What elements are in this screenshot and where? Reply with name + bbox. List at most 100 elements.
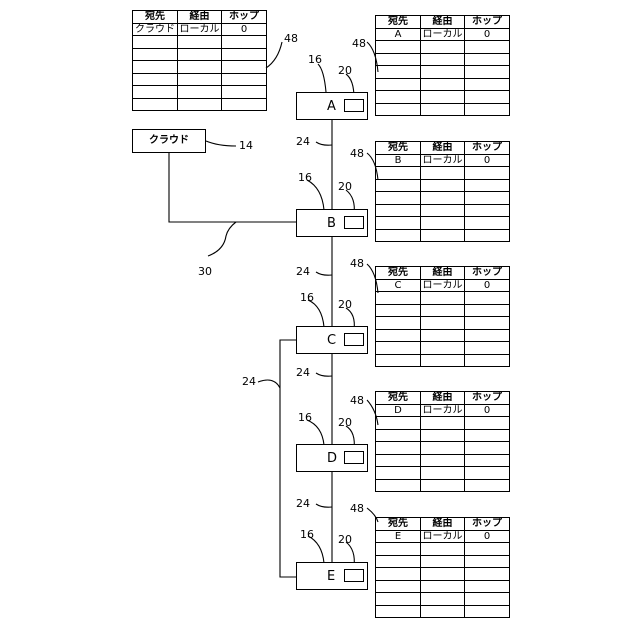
ref-16-c: 16 <box>300 292 314 304</box>
table-row <box>133 61 267 74</box>
header-dest: 宛先 <box>376 267 421 280</box>
table-row: Eローカル0 <box>376 530 510 543</box>
cell-hop: 0 <box>465 279 510 292</box>
table-row: Dローカル0 <box>376 404 510 417</box>
ref-24-cd: 24 <box>296 367 310 379</box>
leader-24-4 <box>258 380 280 388</box>
port-box <box>344 569 364 582</box>
node-label: E <box>327 570 335 584</box>
port-box <box>344 99 364 112</box>
header-via: 経由 <box>178 11 222 24</box>
table-row: Aローカル0 <box>376 28 510 41</box>
table-row <box>133 48 267 61</box>
header-dest: 宛先 <box>376 142 421 155</box>
ref-48-table-e: 48 <box>350 503 364 515</box>
cell-hop: 0 <box>465 154 510 167</box>
header-hop: ホップ <box>465 142 510 155</box>
routing-table-c: 宛先経由ホップ Cローカル0 <box>375 266 510 367</box>
header-hop: ホップ <box>465 16 510 29</box>
ref-48-table-a: 48 <box>352 38 366 50</box>
header-dest: 宛先 <box>376 392 421 405</box>
header-via: 経由 <box>421 392 465 405</box>
router-node-a: A <box>296 92 368 120</box>
cell-via: ローカル <box>178 23 222 36</box>
table-header-row: 宛先 経由 ホップ <box>133 11 267 24</box>
header-via: 経由 <box>421 16 465 29</box>
bypass-link <box>280 340 296 577</box>
cell-dest: C <box>376 279 421 292</box>
port-box <box>344 333 364 346</box>
ref-16-b: 16 <box>298 172 312 184</box>
ref-24-bypass: 24 <box>242 376 256 388</box>
port-box <box>344 216 364 229</box>
leader-16-c <box>308 300 324 327</box>
ref-20-e: 20 <box>338 534 352 546</box>
header-dest: 宛先 <box>376 16 421 29</box>
leader-24-3 <box>316 373 332 376</box>
ref-16-e: 16 <box>300 529 314 541</box>
ref-20-b: 20 <box>338 181 352 193</box>
cell-via: ローカル <box>421 154 465 167</box>
table-row <box>133 73 267 86</box>
cell-dest: A <box>376 28 421 41</box>
ref-24-de: 24 <box>296 498 310 510</box>
cell-via: ローカル <box>421 530 465 543</box>
header-via: 経由 <box>421 518 465 531</box>
header-dest: 宛先 <box>133 11 178 24</box>
ref-16-d: 16 <box>298 412 312 424</box>
cell-hop: 0 <box>465 530 510 543</box>
leader-30 <box>208 222 236 256</box>
router-node-e: E <box>296 562 368 590</box>
leader-24-2 <box>316 272 332 275</box>
cell-dest: クラウド <box>133 23 178 36</box>
ref-20-a: 20 <box>338 65 352 77</box>
ref-24-bc: 24 <box>296 266 310 278</box>
leader-16-b <box>307 180 324 210</box>
cloud-routing-table: 宛先 経由 ホップ クラウド ローカル 0 <box>132 10 267 111</box>
node-label: B <box>327 217 336 231</box>
cloud-box: クラウド <box>132 129 206 153</box>
leader-24-5 <box>316 504 332 507</box>
cell-hop: 0 <box>465 28 510 41</box>
router-node-c: C <box>296 326 368 354</box>
table-row <box>133 86 267 99</box>
router-node-b: B <box>296 209 368 237</box>
header-hop: ホップ <box>465 392 510 405</box>
ref-48-cloud-table: 48 <box>284 33 298 45</box>
table-row: Bローカル0 <box>376 154 510 167</box>
header-via: 経由 <box>421 142 465 155</box>
header-hop: ホップ <box>465 267 510 280</box>
leader-48-top <box>266 42 282 68</box>
ref-20-d: 20 <box>338 417 352 429</box>
cell-via: ローカル <box>421 28 465 41</box>
port-box <box>344 451 364 464</box>
ref-24-ab: 24 <box>296 136 310 148</box>
cell-hop: 0 <box>465 404 510 417</box>
node-label: C <box>327 334 336 348</box>
routing-table-b: 宛先経由ホップ Bローカル0 <box>375 141 510 242</box>
table-row <box>133 98 267 111</box>
table-row <box>133 36 267 49</box>
cell-hop: 0 <box>222 23 267 36</box>
cell-dest: B <box>376 154 421 167</box>
header-hop: ホップ <box>222 11 267 24</box>
header-via: 経由 <box>421 267 465 280</box>
ref-48-table-b: 48 <box>350 148 364 160</box>
ref-48-table-c: 48 <box>350 258 364 270</box>
leader-16-a <box>318 64 326 92</box>
routing-table-d: 宛先経由ホップ Dローカル0 <box>375 391 510 492</box>
node-label: D <box>327 452 337 466</box>
cell-dest: D <box>376 404 421 417</box>
node-label: A <box>327 100 336 114</box>
ref-20-c: 20 <box>338 299 352 311</box>
ref-48-table-d: 48 <box>350 395 364 407</box>
cell-via: ローカル <box>421 404 465 417</box>
leader-14 <box>206 141 236 146</box>
ref-30-uplink: 30 <box>198 266 212 278</box>
table-row: クラウド ローカル 0 <box>133 23 267 36</box>
table-row: Cローカル0 <box>376 279 510 292</box>
router-node-d: D <box>296 444 368 472</box>
header-hop: ホップ <box>465 518 510 531</box>
ref-16-a: 16 <box>308 54 322 66</box>
routing-table-a: 宛先経由ホップ Aローカル0 <box>375 15 510 116</box>
